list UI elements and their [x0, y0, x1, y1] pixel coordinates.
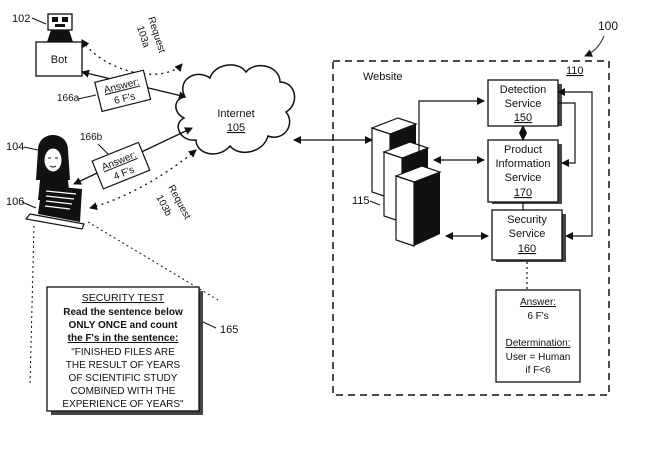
svg-text:the F's in the sentence:: the F's in the sentence: — [68, 333, 179, 344]
answer-b: 166b Answer: 4 F's — [80, 132, 151, 190]
security-service: Security Service 160 — [491, 209, 566, 262]
svg-text:User = Human: User = Human — [506, 352, 571, 363]
website-label: Website — [363, 71, 403, 83]
security-test-panel: SECURITY TEST Read the sentence below ON… — [46, 286, 238, 415]
svg-text:6 F's: 6 F's — [527, 311, 548, 322]
security-test-title: SECURITY TEST — [82, 292, 165, 304]
user: 104 106 — [6, 135, 85, 230]
svg-text:100: 100 — [598, 19, 618, 33]
website-boundary: Website 110 — [332, 60, 610, 396]
svg-text:Service: Service — [509, 228, 546, 240]
projection-left — [29, 225, 35, 387]
svg-text:THE RESULT OF YEARS: THE RESULT OF YEARS — [66, 360, 181, 371]
server-service-links — [416, 97, 489, 240]
svg-text:EXPERIENCE OF YEARS": EXPERIENCE OF YEARS" — [62, 399, 184, 410]
computer-ref: 106 — [6, 196, 24, 208]
bot-ref: 102 — [12, 13, 30, 25]
website-ref: 110 — [566, 65, 584, 77]
answer-b-ref: 166b — [80, 132, 103, 143]
result-box: Answer: 6 F's Determination: User = Huma… — [495, 289, 581, 383]
laptop-icon — [24, 185, 85, 230]
bot-box — [35, 41, 83, 77]
svg-text:OF SCIENTIFIC STUDY: OF SCIENTIFIC STUDY — [69, 373, 178, 384]
detection-service: Detection Service 150 — [487, 79, 562, 127]
request-a-arrow: Request 103a — [81, 16, 183, 75]
answer-a-ref: 166a — [57, 93, 80, 104]
server-stack: 115 — [352, 117, 442, 247]
bot-label: Bot — [51, 54, 68, 66]
svg-text:COMBINED WITH THE: COMBINED WITH THE — [71, 386, 176, 397]
svg-text:ONLY ONCE and count: ONLY ONCE and count — [69, 320, 179, 331]
svg-text:Service: Service — [505, 98, 542, 110]
detection-service-ref: 150 — [514, 112, 532, 124]
svg-text:Information: Information — [495, 158, 550, 170]
security-service-ref: 160 — [518, 243, 536, 255]
svg-text:Product: Product — [504, 144, 542, 156]
bot: 102 Bot — [12, 13, 83, 77]
svg-text:Answer:: Answer: — [520, 297, 556, 308]
internet-ref: 105 — [227, 122, 245, 134]
internet-label: Internet — [217, 108, 254, 120]
svg-text:if F<6: if F<6 — [525, 365, 551, 376]
answer-a-value: 6 F's — [113, 91, 136, 107]
server-icon — [394, 165, 442, 247]
request-b-label: Request — [165, 183, 192, 221]
robot-icon — [47, 13, 73, 42]
svg-text:Read the sentence below: Read the sentence below — [63, 307, 183, 318]
security-test-ref: 165 — [220, 324, 238, 336]
svg-text:Determination:: Determination: — [505, 338, 570, 349]
product-information-service: Product Information Service 170 — [487, 139, 562, 204]
user-ref: 104 — [6, 141, 24, 153]
answer-a: 166a Answer: 6 F's — [57, 69, 152, 113]
svg-text:"FINISHED FILES ARE: "FINISHED FILES ARE — [71, 347, 175, 358]
servers-ref: 115 — [352, 195, 370, 207]
product-service-ref: 170 — [514, 187, 532, 199]
internet-cloud: Internet 105 — [175, 64, 296, 155]
svg-text:Security: Security — [507, 214, 547, 226]
svg-text:Service: Service — [505, 172, 542, 184]
service-links — [519, 88, 593, 240]
figure-ref: 100 — [584, 19, 618, 57]
svg-text:Detection: Detection — [500, 84, 546, 96]
